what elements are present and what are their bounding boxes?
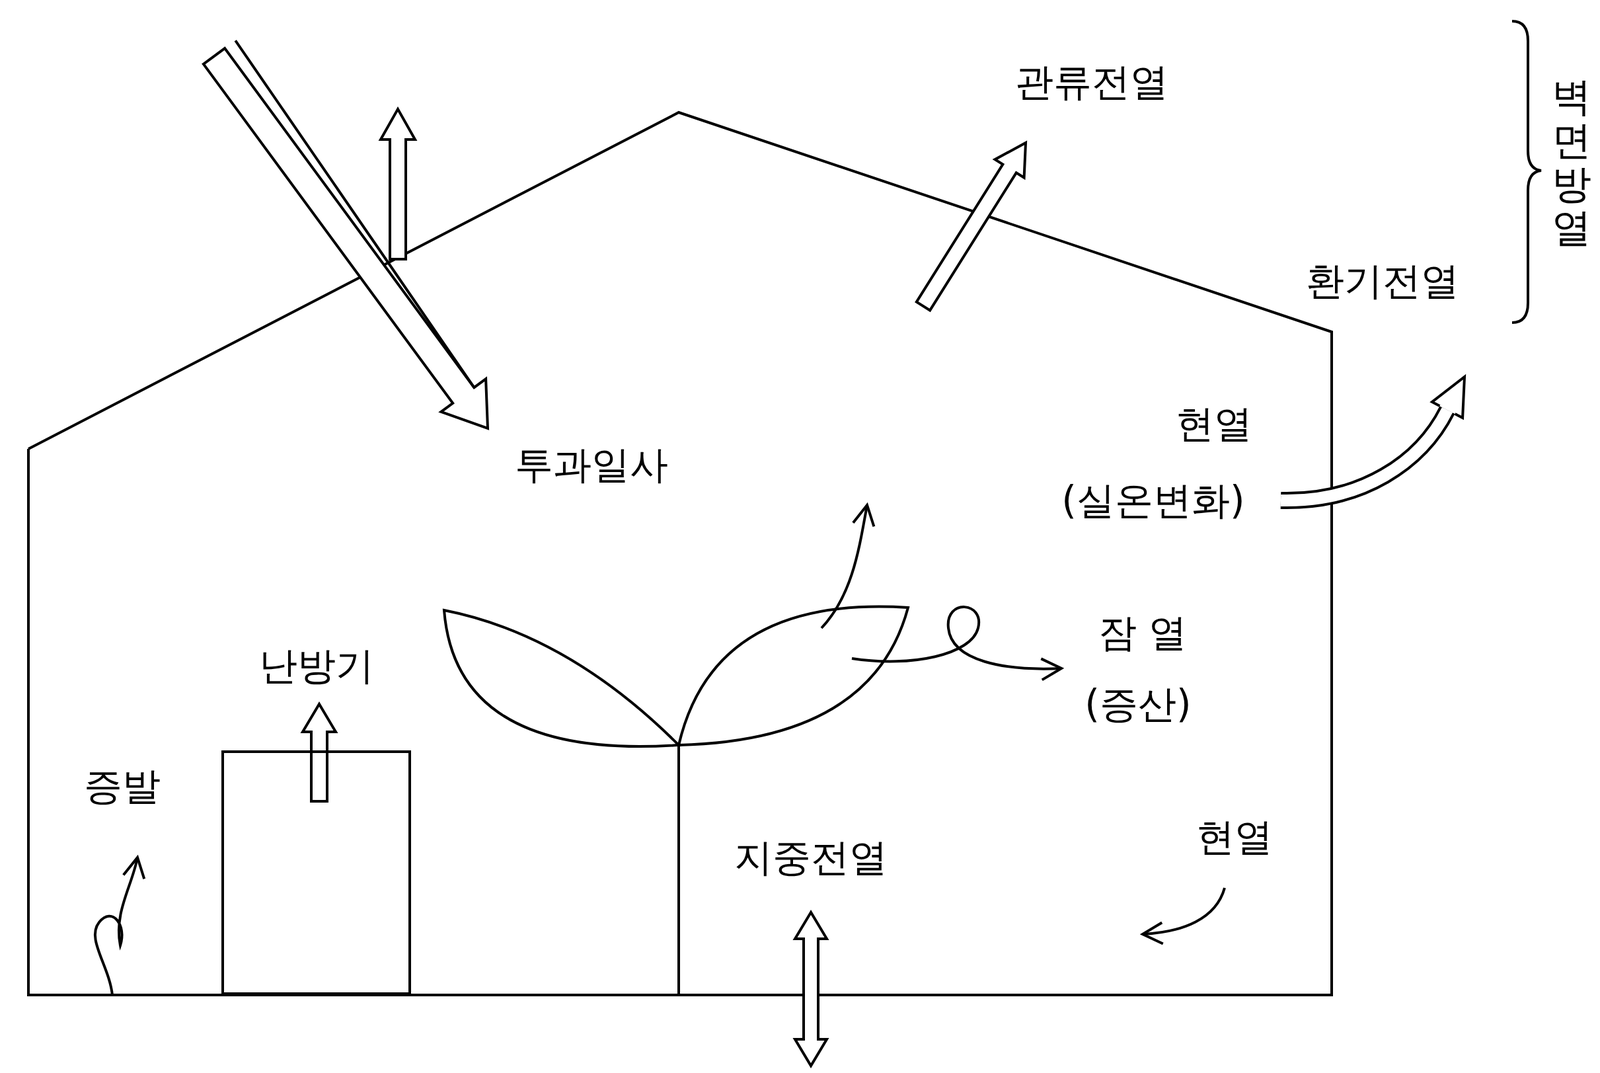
evaporation-arrow-head — [123, 857, 145, 879]
heat-label: 환기전열 — [1305, 259, 1460, 304]
heat-label: (실온변화) — [1061, 478, 1245, 523]
reflection-arrow — [380, 109, 416, 260]
ventilation-arrowhead — [1432, 376, 1465, 418]
heat-label: 관류전열 — [1015, 60, 1169, 105]
transpiration-arrow-head — [853, 504, 874, 527]
ventilation-arrowhead — [1432, 376, 1465, 418]
heat-label: 투과일사 — [514, 442, 669, 488]
solar-arrow-line — [235, 40, 474, 388]
heat-label: (증산) — [1084, 682, 1191, 727]
ground-conduction-arrow — [795, 912, 827, 1066]
heat-label: 지중전열 — [734, 835, 888, 880]
heat-label: 현열 — [1196, 814, 1273, 860]
plant-leaf — [444, 609, 679, 747]
latent-heat-arrow — [851, 606, 1062, 669]
evaporation-arrow — [95, 857, 138, 995]
transpiration-arrow — [821, 504, 868, 628]
conduction-arrow — [916, 142, 1026, 310]
greenhouse-outline — [28, 112, 1332, 995]
ventilation-arrow — [1280, 409, 1448, 501]
ventilation-arrow — [1280, 409, 1448, 501]
latent-heat-arrow-head — [1040, 658, 1062, 680]
solar-arrow — [203, 48, 488, 429]
heat-label: 잠 열 — [1098, 610, 1187, 655]
plant-leaf — [678, 606, 909, 745]
heater-label: 난방기 — [259, 643, 375, 688]
plant-stem — [677, 744, 681, 995]
heater-box: 난방기 — [221, 750, 412, 995]
heat-label: 현열 — [1175, 401, 1253, 447]
heat-label: 증발 — [83, 763, 161, 809]
sensible-heat-arrow-head — [1142, 922, 1164, 944]
heat-label: 벽면방열 — [1551, 74, 1592, 250]
bracket — [1512, 21, 1542, 323]
